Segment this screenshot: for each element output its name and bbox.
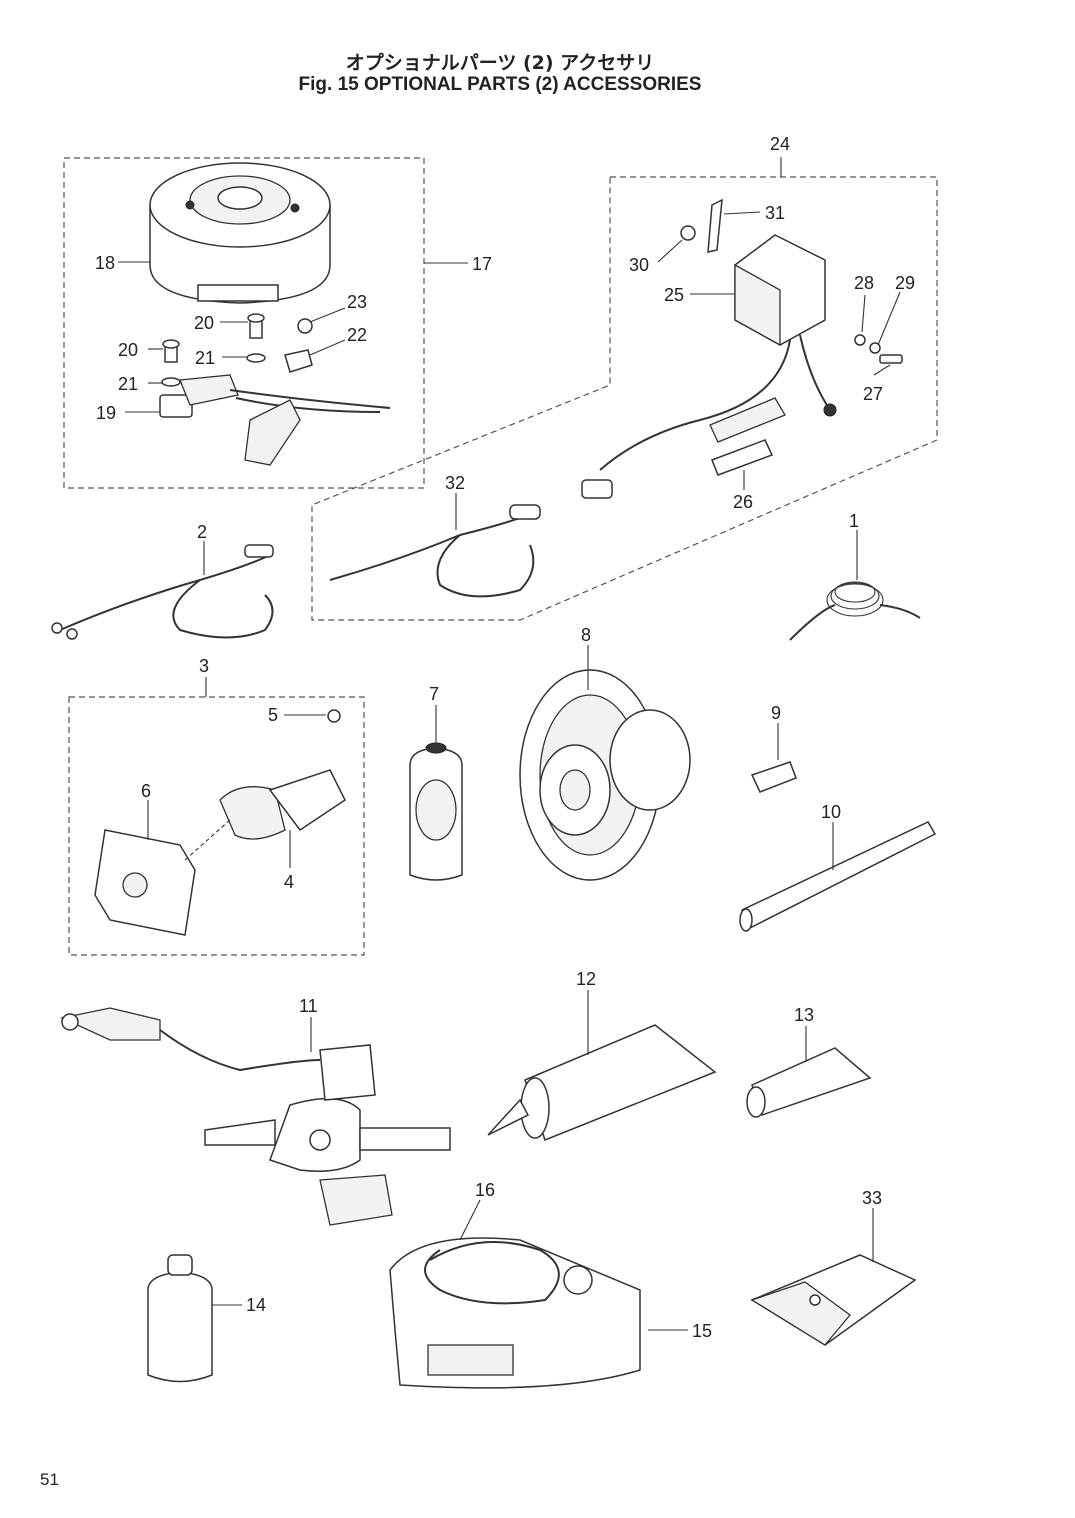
remote-control-part-11 xyxy=(59,1007,451,1226)
callout-24: 24 xyxy=(770,134,790,154)
lamp-parts-4-5-6 xyxy=(94,709,346,936)
callout-14: 14 xyxy=(246,1295,266,1315)
callout-1: 1 xyxy=(849,511,859,531)
callout-10: 10 xyxy=(821,802,841,822)
tube-part-12 xyxy=(487,1024,717,1141)
page-number: 51 xyxy=(40,1470,59,1489)
flywheel-part-18 xyxy=(149,162,331,304)
group-24-dashed-box xyxy=(311,176,938,621)
wire-coil-part-1 xyxy=(789,581,921,641)
wire-harness-part-32 xyxy=(329,504,541,598)
callout-23: 23 xyxy=(347,292,367,312)
callout-20-lower: 20 xyxy=(118,340,138,360)
callout-13: 13 xyxy=(794,1005,814,1025)
fuse-parts-26 xyxy=(581,397,786,499)
callout-16: 16 xyxy=(475,1180,495,1200)
fasteners-27-31 xyxy=(680,198,903,364)
callout-32: 32 xyxy=(445,473,465,493)
callout-28: 28 xyxy=(854,273,874,293)
callout-3: 3 xyxy=(199,656,209,676)
group-3-dashed-box xyxy=(68,696,365,956)
callout-9: 9 xyxy=(771,703,781,723)
callout-22: 22 xyxy=(347,325,367,345)
starter-pulley-part-8 xyxy=(519,669,691,881)
callout-19: 19 xyxy=(96,403,116,423)
spray-can-part-14 xyxy=(147,1254,213,1383)
callout-27: 27 xyxy=(863,384,883,404)
cable-part-2 xyxy=(51,544,274,640)
callout-25: 25 xyxy=(664,285,684,305)
callout-6: 6 xyxy=(141,781,151,801)
callout-29: 29 xyxy=(895,273,915,293)
fuel-hose-part-16 xyxy=(424,1241,560,1305)
callout-2: 2 xyxy=(197,522,207,542)
fuel-tank-part-15 xyxy=(389,1237,641,1389)
callout-7: 7 xyxy=(429,684,439,704)
regulator-part-25 xyxy=(599,234,837,471)
callout-30: 30 xyxy=(629,255,649,275)
callout-8: 8 xyxy=(581,625,591,645)
callout-4: 4 xyxy=(284,872,294,892)
group-17-dashed-box xyxy=(63,157,425,489)
oil-can-part-7 xyxy=(409,742,463,881)
callout-21-upper: 21 xyxy=(195,348,215,368)
plug-part-9 xyxy=(750,761,797,793)
callout-26: 26 xyxy=(733,492,753,512)
callout-12: 12 xyxy=(576,969,596,989)
rod-part-10 xyxy=(739,821,937,932)
figure-title-english: Fig. 15 OPTIONAL PARTS (2) ACCESSORIES xyxy=(298,74,702,95)
callout-5: 5 xyxy=(268,705,278,725)
figure-title-japanese: オプショナルパーツ (2) アクセサリ xyxy=(345,52,655,74)
callout-33: 33 xyxy=(862,1188,882,1208)
callout-20-upper: 20 xyxy=(194,313,214,333)
tube-part-13 xyxy=(746,1047,872,1118)
callout-31: 31 xyxy=(765,203,785,223)
callout-17: 17 xyxy=(472,254,492,274)
callout-21-lower: 21 xyxy=(118,374,138,394)
screws-20-21-22-23 xyxy=(161,313,313,387)
pouch-part-33 xyxy=(750,1254,917,1346)
callout-15: 15 xyxy=(692,1321,712,1341)
callout-11: 11 xyxy=(299,996,318,1016)
callout-18: 18 xyxy=(95,253,115,273)
coil-part-19 xyxy=(159,374,391,466)
